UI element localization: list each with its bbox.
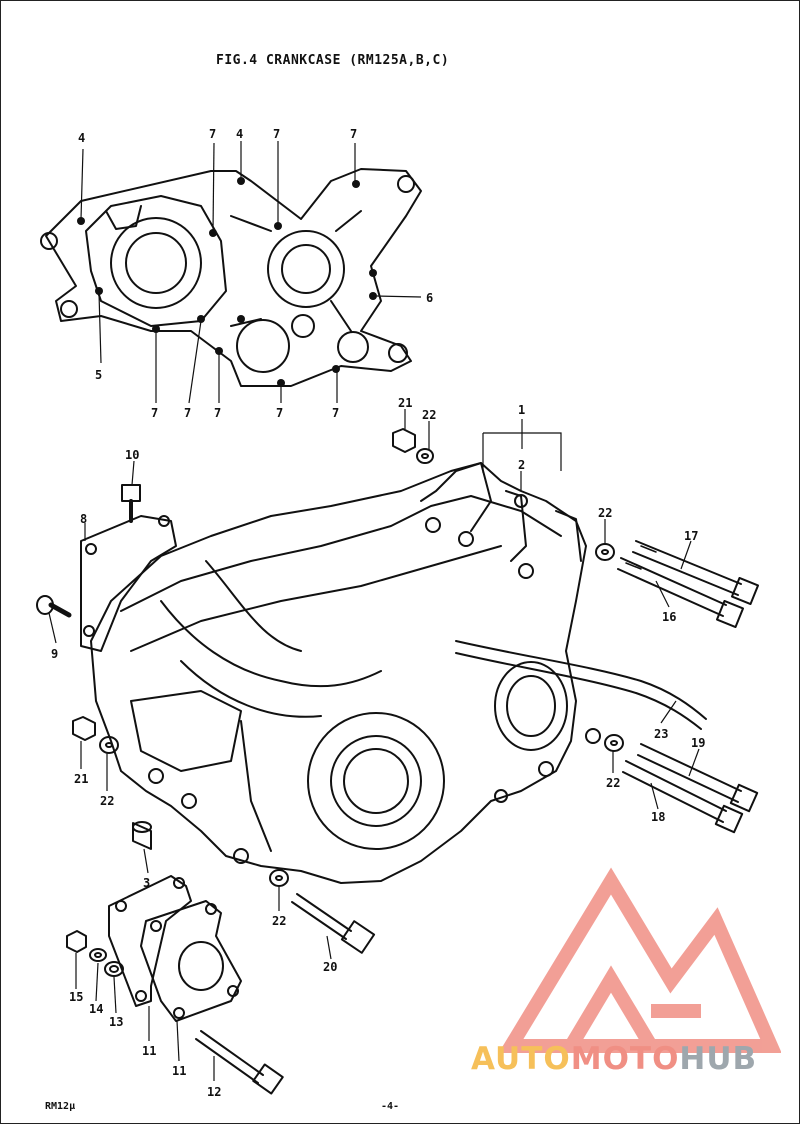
- footer-page-number: -4-: [381, 1101, 400, 1112]
- callout-10: 10: [125, 448, 139, 462]
- upper-crankcase-half: [40, 168, 422, 387]
- small-hardware: [36, 428, 624, 977]
- callout-21: 21: [398, 396, 412, 410]
- callout-22: 22: [272, 914, 286, 928]
- callout-18: 18: [651, 810, 665, 824]
- callout-4: 4: [78, 131, 85, 145]
- cover-plate-8: [80, 515, 177, 652]
- callout-22: 22: [606, 776, 620, 790]
- callout-labels: 4 7 4 7 7 5 7 7 7 7 7 6 1 2 21 22 22 17 …: [51, 127, 705, 1099]
- callout-8: 8: [80, 512, 87, 526]
- callout-12: 12: [207, 1085, 221, 1099]
- watermark-logo-icon: [501, 867, 781, 1053]
- callout-7: 7: [209, 127, 216, 141]
- gasket-plates-11: [108, 875, 242, 1022]
- callout-22: 22: [100, 794, 114, 808]
- callout-5: 5: [95, 368, 102, 382]
- callout-4: 4: [236, 127, 243, 141]
- callout-16: 16: [662, 610, 676, 624]
- callout-6: 6: [426, 291, 433, 305]
- callout-11: 11: [142, 1044, 156, 1058]
- callout-2: 2: [518, 458, 525, 472]
- callout-22: 22: [422, 408, 436, 422]
- callout-7: 7: [184, 406, 191, 420]
- leader-lines: [48, 141, 700, 1081]
- callout-23: 23: [654, 727, 668, 741]
- bolts-16-17: [617, 540, 760, 629]
- callout-7: 7: [276, 406, 283, 420]
- watermark-part-auto: AUTO: [471, 1041, 571, 1077]
- callout-7: 7: [273, 127, 280, 141]
- callout-11: 11: [172, 1064, 186, 1078]
- callout-14: 14: [89, 1002, 103, 1016]
- callout-20: 20: [323, 960, 337, 974]
- callout-3: 3: [143, 876, 150, 890]
- watermark-part-moto: MOTO: [570, 1041, 680, 1077]
- watermark-brand-text: AUTOMOTOHUB: [471, 1041, 757, 1077]
- callout-17: 17: [684, 529, 698, 543]
- bolts-18-19: [622, 743, 759, 834]
- callout-7: 7: [151, 406, 158, 420]
- callout-9: 9: [51, 647, 58, 661]
- callout-13: 13: [109, 1015, 123, 1029]
- callout-22: 22: [598, 506, 612, 520]
- callout-7: 7: [332, 406, 339, 420]
- bolt-12: [195, 1030, 284, 1095]
- watermark-part-hub: HUB: [679, 1041, 758, 1077]
- bolt-20: [291, 893, 376, 954]
- callout-15: 15: [69, 990, 83, 1004]
- callout-1: 1: [518, 403, 525, 417]
- callout-7: 7: [350, 127, 357, 141]
- footer-model-code: RM12µ: [45, 1101, 76, 1112]
- callout-19: 19: [691, 736, 705, 750]
- main-crankcase-assembly: [90, 462, 707, 884]
- callout-7: 7: [214, 406, 221, 420]
- callout-21: 21: [74, 772, 88, 786]
- figure-title: FIG.4 CRANKCASE (RM125A,B,C): [216, 53, 450, 68]
